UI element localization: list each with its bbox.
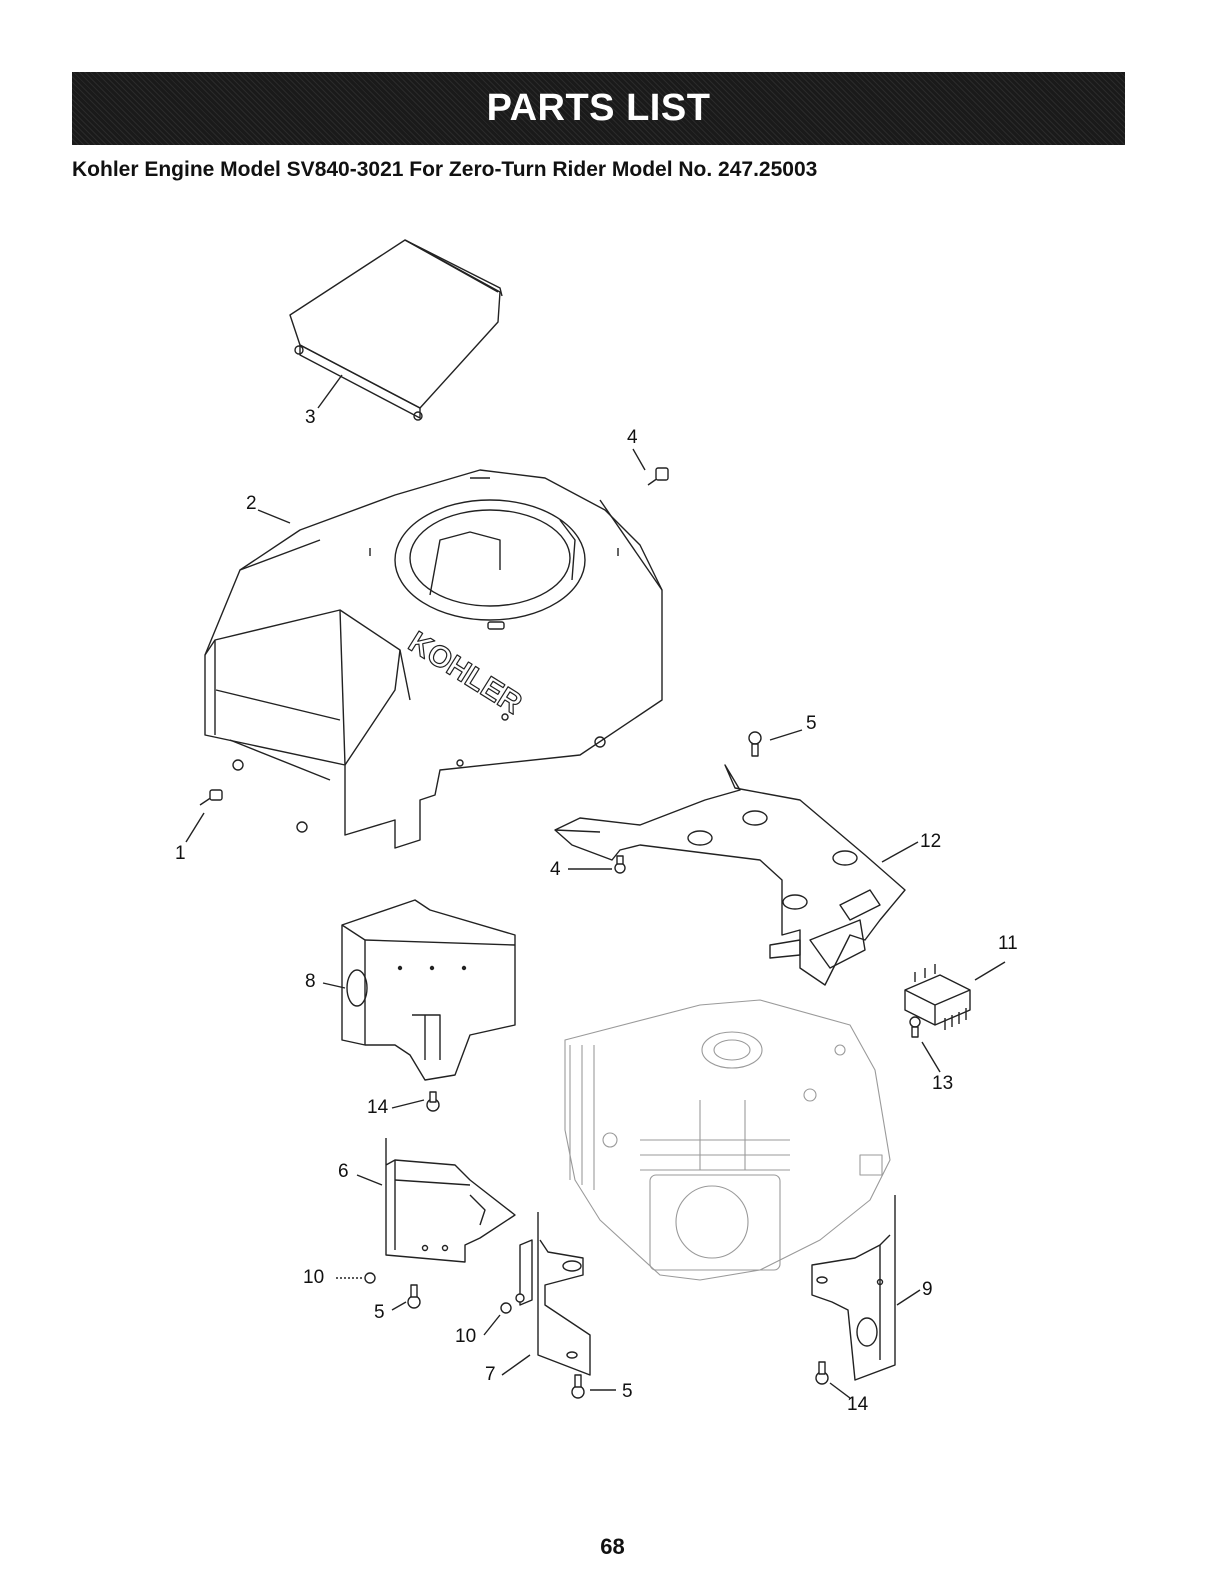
part-12-baffle	[555, 765, 918, 985]
callout-4-lower: 4	[550, 860, 561, 879]
part-7-bracket	[502, 1212, 590, 1375]
callout-10-middle: 10	[455, 1327, 476, 1346]
callout-3: 3	[305, 408, 316, 427]
page-number: 68	[0, 1534, 1225, 1560]
part-5-bolt-bottom	[572, 1375, 616, 1398]
callout-12: 12	[920, 832, 941, 851]
callout-13: 13	[932, 1074, 953, 1093]
callout-11: 11	[998, 934, 1018, 953]
callout-6: 6	[338, 1162, 349, 1181]
callout-8: 8	[305, 972, 316, 991]
callout-5-left: 5	[374, 1303, 385, 1322]
part-5-bolt-right	[749, 730, 802, 756]
callout-9: 9	[922, 1280, 933, 1299]
part-8-baffle	[323, 900, 515, 1080]
part-5-bolt-left	[392, 1285, 420, 1310]
part-4-screw-lower	[568, 856, 625, 873]
part-14-screw-right	[816, 1362, 850, 1398]
callout-4-upper: 4	[627, 428, 638, 447]
callout-2: 2	[246, 494, 257, 513]
callout-14-left: 14	[367, 1098, 388, 1117]
callout-14-right: 14	[847, 1395, 868, 1414]
part-10-screw-left	[336, 1273, 375, 1283]
callout-5-bottom: 5	[622, 1382, 633, 1401]
callout-1: 1	[175, 844, 186, 863]
part-4-screw-upper	[633, 449, 668, 485]
part-14-screw-left	[392, 1092, 439, 1111]
part-3-cover	[290, 240, 502, 420]
callout-7: 7	[485, 1365, 496, 1384]
callout-5-right: 5	[806, 714, 817, 733]
engine-block-ghost	[565, 1000, 890, 1280]
part-6-baffle	[357, 1138, 515, 1262]
part-1-screw	[186, 790, 222, 842]
callout-10-left: 10	[303, 1268, 324, 1287]
part-10-screw-middle	[484, 1294, 524, 1335]
